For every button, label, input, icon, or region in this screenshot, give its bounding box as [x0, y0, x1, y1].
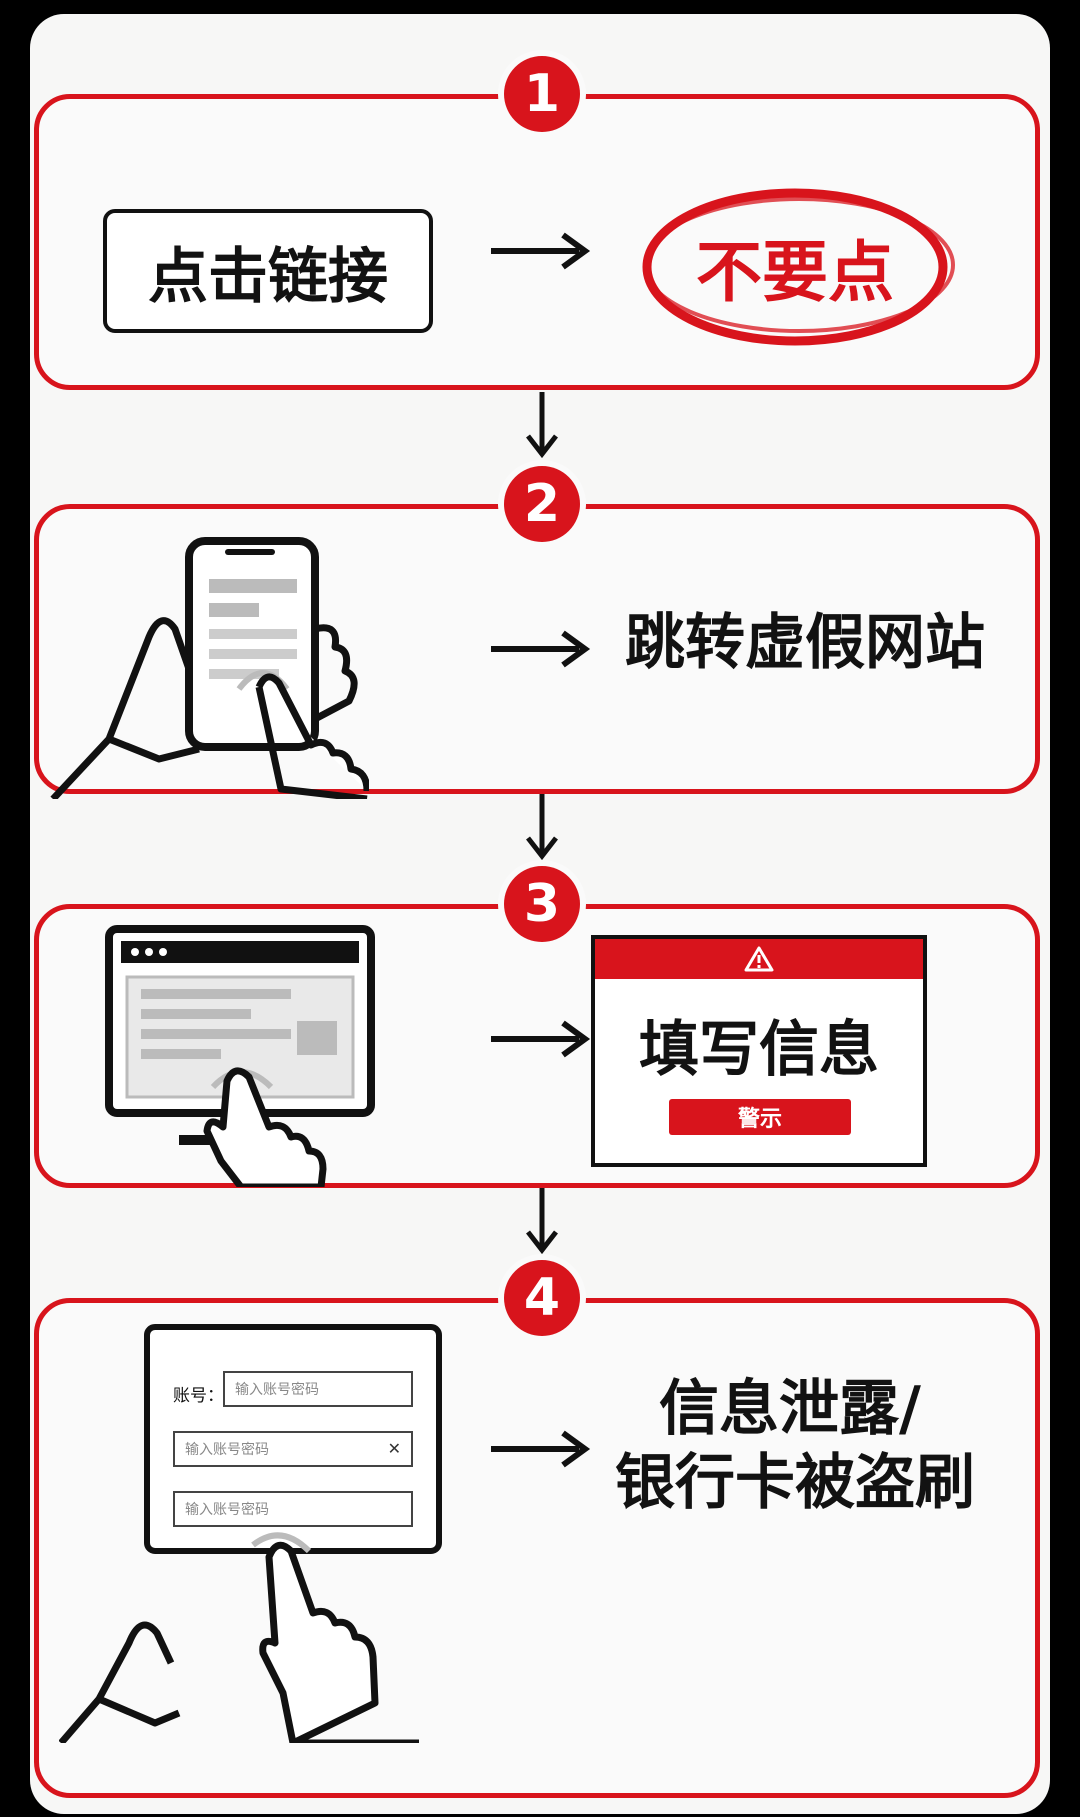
step-1-badge: 1: [504, 56, 580, 132]
step-1-panel: 点击链接 不要点: [34, 94, 1040, 390]
account-field: 输入账号密码: [223, 1371, 413, 1407]
card-theft-label: 银行卡被盗刷: [615, 1448, 975, 1518]
step-2-badge: 2: [504, 466, 580, 542]
warning-bar: [595, 939, 923, 979]
tablet-hand-icon: [59, 1532, 419, 1743]
fake-site-label: 跳转虚假网站: [625, 608, 985, 678]
code-field: 输入账号密码: [173, 1491, 413, 1527]
step-3-badge: 3: [504, 866, 580, 942]
dont-click-label: 不要点: [696, 234, 894, 311]
arrow-down-icon: [526, 1188, 558, 1255]
warning-icon: [744, 946, 774, 972]
phishing-flow-diagram: 1 点击链接 不要点 2: [30, 14, 1050, 1814]
account-label: 账号：: [173, 1386, 224, 1406]
step-2-panel: 跳转虚假网站: [34, 504, 1040, 799]
smartphone-hand-icon: [50, 537, 369, 799]
monitor-hand-icon: [105, 925, 375, 1187]
arrow-right-icon: [491, 630, 591, 668]
arrow-down-icon: [526, 392, 558, 459]
click-link-label: 点击链接: [148, 241, 388, 312]
arrow-down-icon: [526, 794, 558, 861]
password-field: 输入账号密码 ✕: [173, 1431, 413, 1467]
warning-card: 填写信息 警示: [591, 935, 927, 1167]
login-form-tablet: 账号： 输入账号密码 输入账号密码 ✕ 输入账号密码: [143, 1323, 443, 1555]
warning-button: 警示: [669, 1099, 851, 1135]
step-4-badge: 4: [504, 1260, 580, 1336]
red-circle-stamp-icon: [642, 188, 955, 346]
click-link-box: 点击链接: [103, 209, 433, 333]
password-field-text: 输入账号密码: [185, 1442, 269, 1458]
step-4-panel: 账号： 输入账号密码 输入账号密码 ✕ 输入账号密码 信息泄露/ 银行卡被盗刷: [34, 1298, 1040, 1798]
arrow-right-icon: [491, 232, 591, 270]
info-leak-label: 信息泄露/: [659, 1374, 921, 1444]
dont-click-stamp: 不要点: [635, 181, 955, 353]
step-3-panel: 填写信息 警示: [34, 904, 1040, 1188]
fill-info-title: 填写信息: [639, 1015, 879, 1085]
close-icon: ✕: [387, 1439, 401, 1458]
arrow-right-icon: [491, 1430, 591, 1468]
arrow-right-icon: [491, 1020, 591, 1058]
